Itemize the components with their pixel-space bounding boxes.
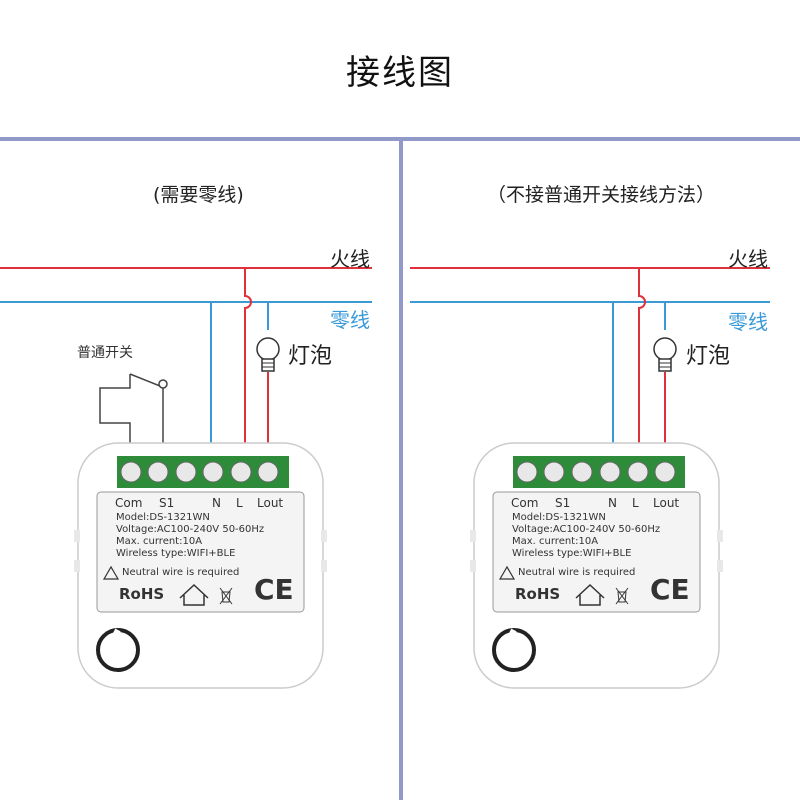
- right-warning: Neutral wire is required: [518, 567, 636, 578]
- left-term-n: N: [212, 496, 221, 510]
- right-voltage: Voltage:AC100-240V 50-60Hz: [512, 524, 661, 535]
- right-button-knob: [492, 628, 536, 672]
- right-home-icon: [575, 583, 605, 606]
- switch-label: 普通开关: [77, 345, 133, 361]
- left-term-com: Com: [115, 496, 143, 510]
- right-l-wire: [638, 268, 646, 463]
- switch-lever: [129, 373, 161, 387]
- right-rohs: RoHS: [515, 585, 561, 603]
- left-term-lout: Lout: [257, 496, 284, 510]
- left-voltage: Voltage:AC100-240V 50-60Hz: [116, 524, 265, 535]
- left-live-label: 火线: [330, 247, 370, 271]
- right-live-label: 火线: [728, 247, 768, 271]
- left-neutral-label: 零线: [330, 308, 370, 332]
- left-current: Max. current:10A: [116, 536, 203, 547]
- left-bulb-icon: [256, 337, 280, 372]
- right-wiring: [410, 267, 770, 463]
- right-bulb-icon: [653, 337, 677, 372]
- left-home-icon: [179, 583, 209, 606]
- left-warning-icon: [102, 565, 120, 580]
- left-warning: Neutral wire is required: [122, 567, 240, 578]
- left-subtitle: (需要零线): [153, 184, 244, 206]
- right-model: Model:DS-1321WN: [512, 512, 606, 523]
- left-wiring: [0, 267, 372, 463]
- left-term-l: L: [236, 496, 243, 510]
- right-current: Max. current:10A: [512, 536, 599, 547]
- right-warning-icon: [498, 565, 516, 580]
- left-weee-icon: [219, 587, 233, 605]
- right-subtitle: （不接普通开关接线方法）: [487, 184, 716, 206]
- right-label-panel: [492, 491, 701, 613]
- left-module: [74, 442, 327, 689]
- right-term-l: L: [632, 496, 639, 510]
- right-lamp-label: 灯泡: [686, 344, 731, 369]
- left-terminal-screws: [120, 461, 279, 483]
- switch-contact: [158, 379, 168, 389]
- page-title: 接线图: [346, 53, 454, 93]
- switch-wire-com: [99, 374, 131, 463]
- right-term-com: Com: [511, 496, 539, 510]
- right-ce: CE: [650, 573, 690, 606]
- right-term-lout: Lout: [653, 496, 680, 510]
- right-module: [470, 442, 723, 689]
- left-rohs: RoHS: [119, 585, 165, 603]
- left-wireless: Wireless type:WIFI+BLE: [116, 548, 236, 559]
- left-l-wire: [244, 268, 252, 463]
- right-term-s1: S1: [555, 496, 571, 510]
- left-ce: CE: [254, 573, 294, 606]
- right-term-n: N: [608, 496, 617, 510]
- left-term-s1: S1: [159, 496, 175, 510]
- right-terminal-screws: [516, 461, 676, 483]
- left-lamp-label: 灯泡: [288, 344, 333, 369]
- left-label-panel: [96, 491, 305, 613]
- right-wireless: Wireless type:WIFI+BLE: [512, 548, 632, 559]
- right-neutral-label: 零线: [728, 310, 768, 334]
- right-weee-icon: [615, 587, 629, 605]
- left-model: Model:DS-1321WN: [116, 512, 210, 523]
